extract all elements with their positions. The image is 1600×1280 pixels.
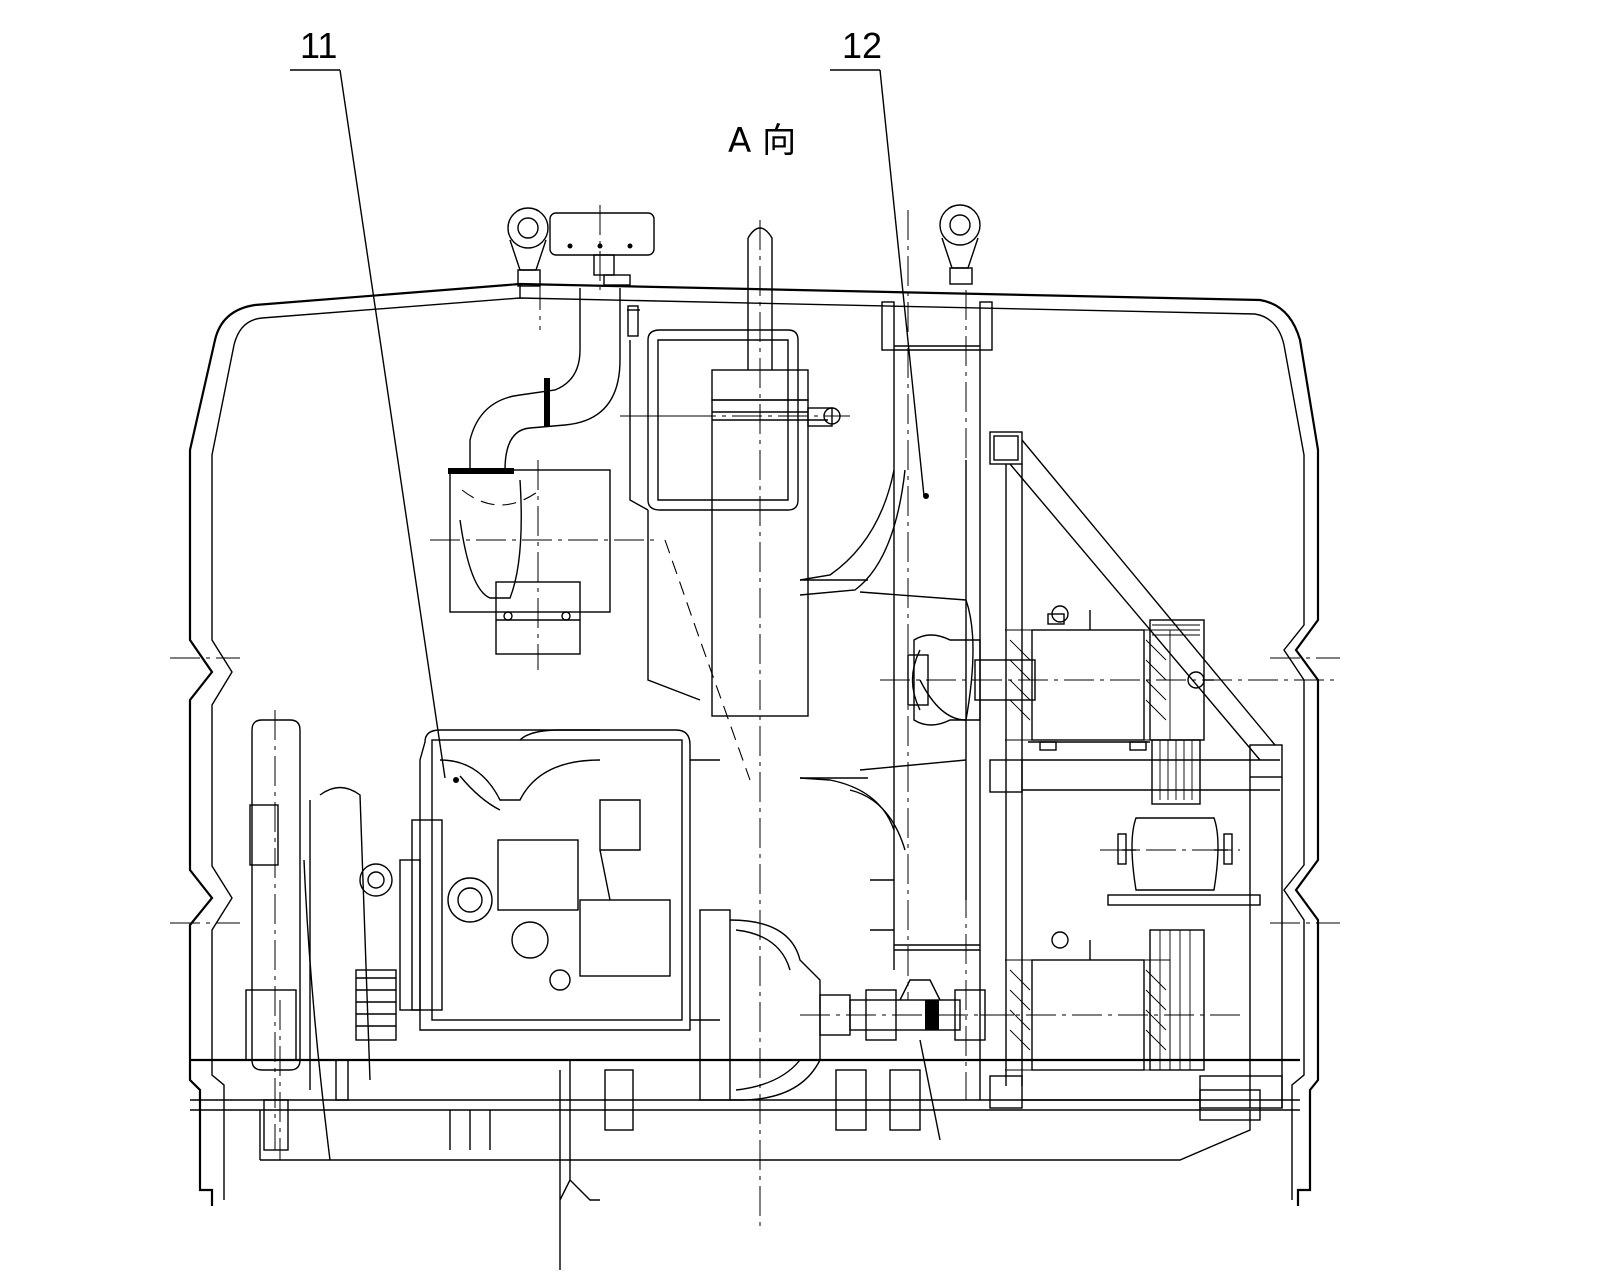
part-number-11: 11 <box>300 25 337 66</box>
part-number-12: 12 <box>842 25 882 66</box>
engine-block <box>399 729 720 1031</box>
radiator-frame <box>620 329 799 781</box>
upper-gearbox <box>1005 605 1171 751</box>
air-filter <box>430 460 660 670</box>
right-frame <box>989 431 1283 1109</box>
view-direction-label: A 向 <box>728 121 796 161</box>
radiator-left <box>245 710 301 1160</box>
intake-elbow-pipe <box>448 288 640 474</box>
lifting-eye-left <box>507 207 549 287</box>
centerlines <box>170 280 1340 924</box>
lifting-eye-right <box>939 204 981 285</box>
muffler-stack <box>640 220 850 1232</box>
part-label-12: 12 <box>830 25 925 497</box>
generator <box>1100 817 1261 906</box>
drive-shaft <box>800 979 1020 1041</box>
belt-arc <box>303 786 371 1161</box>
base-frame <box>190 1039 1300 1270</box>
part-label-11: 11 <box>290 25 446 779</box>
housing-outline <box>188 282 1320 1206</box>
pulley-block <box>1149 619 1214 805</box>
front-pulley <box>355 863 397 1041</box>
intake-box <box>549 205 655 290</box>
lower-gearbox <box>980 929 1240 1071</box>
fan-housing <box>799 210 993 1100</box>
